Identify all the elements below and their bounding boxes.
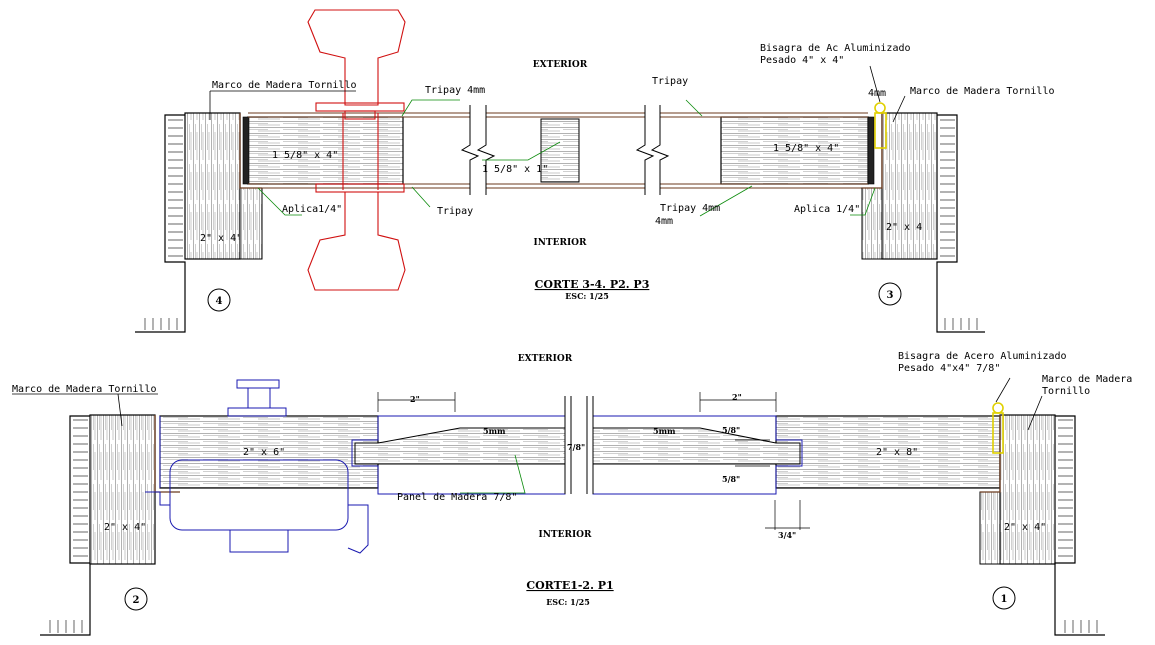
top-tripay-bottom-right-label: Tripay 4mm — [660, 203, 720, 214]
bottom-frame-left-label: Marco de Madera Tornillo — [12, 384, 157, 395]
bottom-frame-right-line1: Marco de Madera — [1042, 374, 1132, 385]
section-marker-1 — [992, 586, 1016, 610]
top-section: EXTERIOR INTERIOR Marco de Madera Tornil… — [135, 9, 1055, 333]
top-stile-left-dim: 1 5/8" x 4" — [272, 150, 338, 161]
top-stile-right-dim: 1 5/8" x 4" — [773, 143, 839, 154]
section-marker-3 — [878, 282, 902, 306]
top-hinge-label-line2: Pesado 4" x 4" — [760, 55, 844, 66]
bottom-interior-label: INTERIOR — [538, 530, 592, 540]
section-marker-2-label: 2 — [133, 595, 140, 606]
bottom-dim-78: 7/8" — [567, 442, 585, 452]
bottom-section: EXTERIOR INTERIOR Marco de Madera Tornil… — [12, 351, 1132, 636]
bottom-hinge-label-line2: Pesado 4"x4" 7/8" — [898, 363, 1000, 374]
bottom-dim-5mm-right: 5mm — [653, 426, 676, 436]
bottom-jamb-right-dim: 2" x 4" — [1004, 522, 1046, 533]
left-wall-bottom — [40, 415, 91, 636]
door-center-member-top — [540, 118, 580, 183]
top-tripay-bottom-right-mm: 4mm — [655, 216, 673, 227]
bottom-section-title: CORTE1-2. P1 — [526, 579, 613, 592]
door-stile-right-top — [720, 116, 869, 185]
top-aplica-right-label: Aplica 1/4" — [794, 204, 860, 215]
right-wall-bottom — [1054, 415, 1105, 636]
bottom-stile-left-dim: 2" x 6" — [243, 447, 285, 458]
bottom-dim-5mm-left: 5mm — [483, 426, 506, 436]
top-section-scale: ESC: 1/25 — [565, 291, 609, 301]
section-marker-4-label: 4 — [216, 296, 223, 307]
bottom-section-scale: ESC: 1/25 — [546, 597, 590, 607]
top-interior-label: INTERIOR — [533, 238, 587, 248]
top-frame-right-label: Marco de Madera Tornillo — [910, 86, 1055, 97]
top-frame-left-label: Marco de Madera Tornillo — [212, 80, 357, 91]
door-stile-left-bottom — [159, 415, 379, 489]
left-jamb-bottom — [89, 414, 156, 565]
top-exterior-label: EXTERIOR — [533, 60, 588, 70]
bottom-hinge-label-line1: Bisagra de Acero Aluminizado — [898, 351, 1067, 362]
top-hinge-4mm-label: 4mm — [868, 88, 886, 99]
top-section-title: CORTE 3-4. P2. P3 — [535, 278, 650, 291]
hinge-bottom-icon — [992, 402, 1004, 454]
bottom-panel-label: Panel de Madera 7/8" — [397, 492, 517, 503]
bottom-jamb-left-dim: 2" x 4" — [104, 522, 146, 533]
right-wall-top — [936, 114, 985, 333]
top-tripay-top-left-label: Tripay 4mm — [425, 85, 485, 96]
lock-hardware-icon — [145, 379, 369, 554]
section-marker-2 — [124, 587, 148, 611]
top-jamb-left-dim: 2" x 4" — [200, 233, 242, 244]
bottom-dim-34: 3/4" — [778, 530, 796, 540]
top-center-member-dim: 1 5/8" x 1" — [482, 164, 548, 175]
bottom-stile-right-dim: 2" x 8" — [876, 447, 918, 458]
section-marker-3-label: 3 — [887, 290, 894, 301]
left-wall-top — [135, 114, 186, 333]
top-aplica-left-label: Aplica1/4" — [282, 204, 342, 215]
left-jamb-top — [184, 112, 241, 260]
bottom-dim-2-right: 2" — [732, 392, 742, 402]
top-tripay-top-right-label: Tripay — [652, 76, 688, 87]
top-hinge-label-line1: Bisagra de Ac Aluminizado — [760, 43, 911, 54]
top-jamb-right-dim: 2" x 4 — [886, 222, 922, 233]
bottom-dim-58-top: 5/8" — [722, 425, 740, 435]
door-handle-icon — [307, 9, 406, 291]
top-tripay-bottom-left-label: Tripay — [437, 206, 473, 217]
section-marker-4 — [207, 288, 231, 312]
section-marker-1-label: 1 — [1001, 594, 1008, 605]
bottom-dim-2-left: 2" — [410, 394, 420, 404]
hinge-icon — [874, 102, 887, 149]
bottom-dim-58-bottom: 5/8" — [722, 474, 740, 484]
right-jamb-top — [881, 112, 938, 260]
bottom-frame-right-line2: Tornillo — [1042, 386, 1090, 397]
bottom-exterior-label: EXTERIOR — [518, 354, 573, 364]
right-jamb-bottom — [999, 414, 1056, 565]
